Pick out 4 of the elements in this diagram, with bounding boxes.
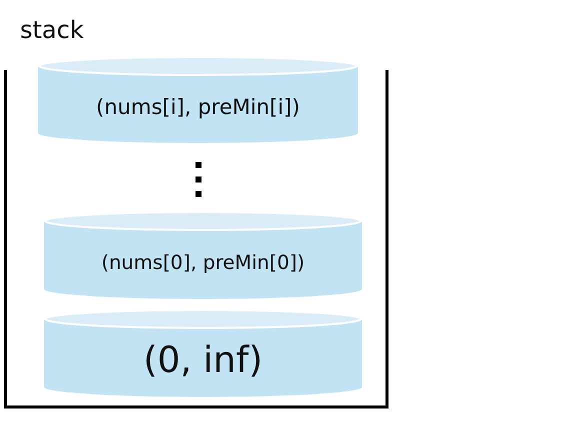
entry-text: (nums[0], preMin[0]) [101, 252, 305, 274]
entry-text: (0, inf) [143, 341, 263, 381]
entry-text: (nums[i], preMin[i]) [96, 96, 300, 120]
stack-label: stack [20, 18, 84, 42]
